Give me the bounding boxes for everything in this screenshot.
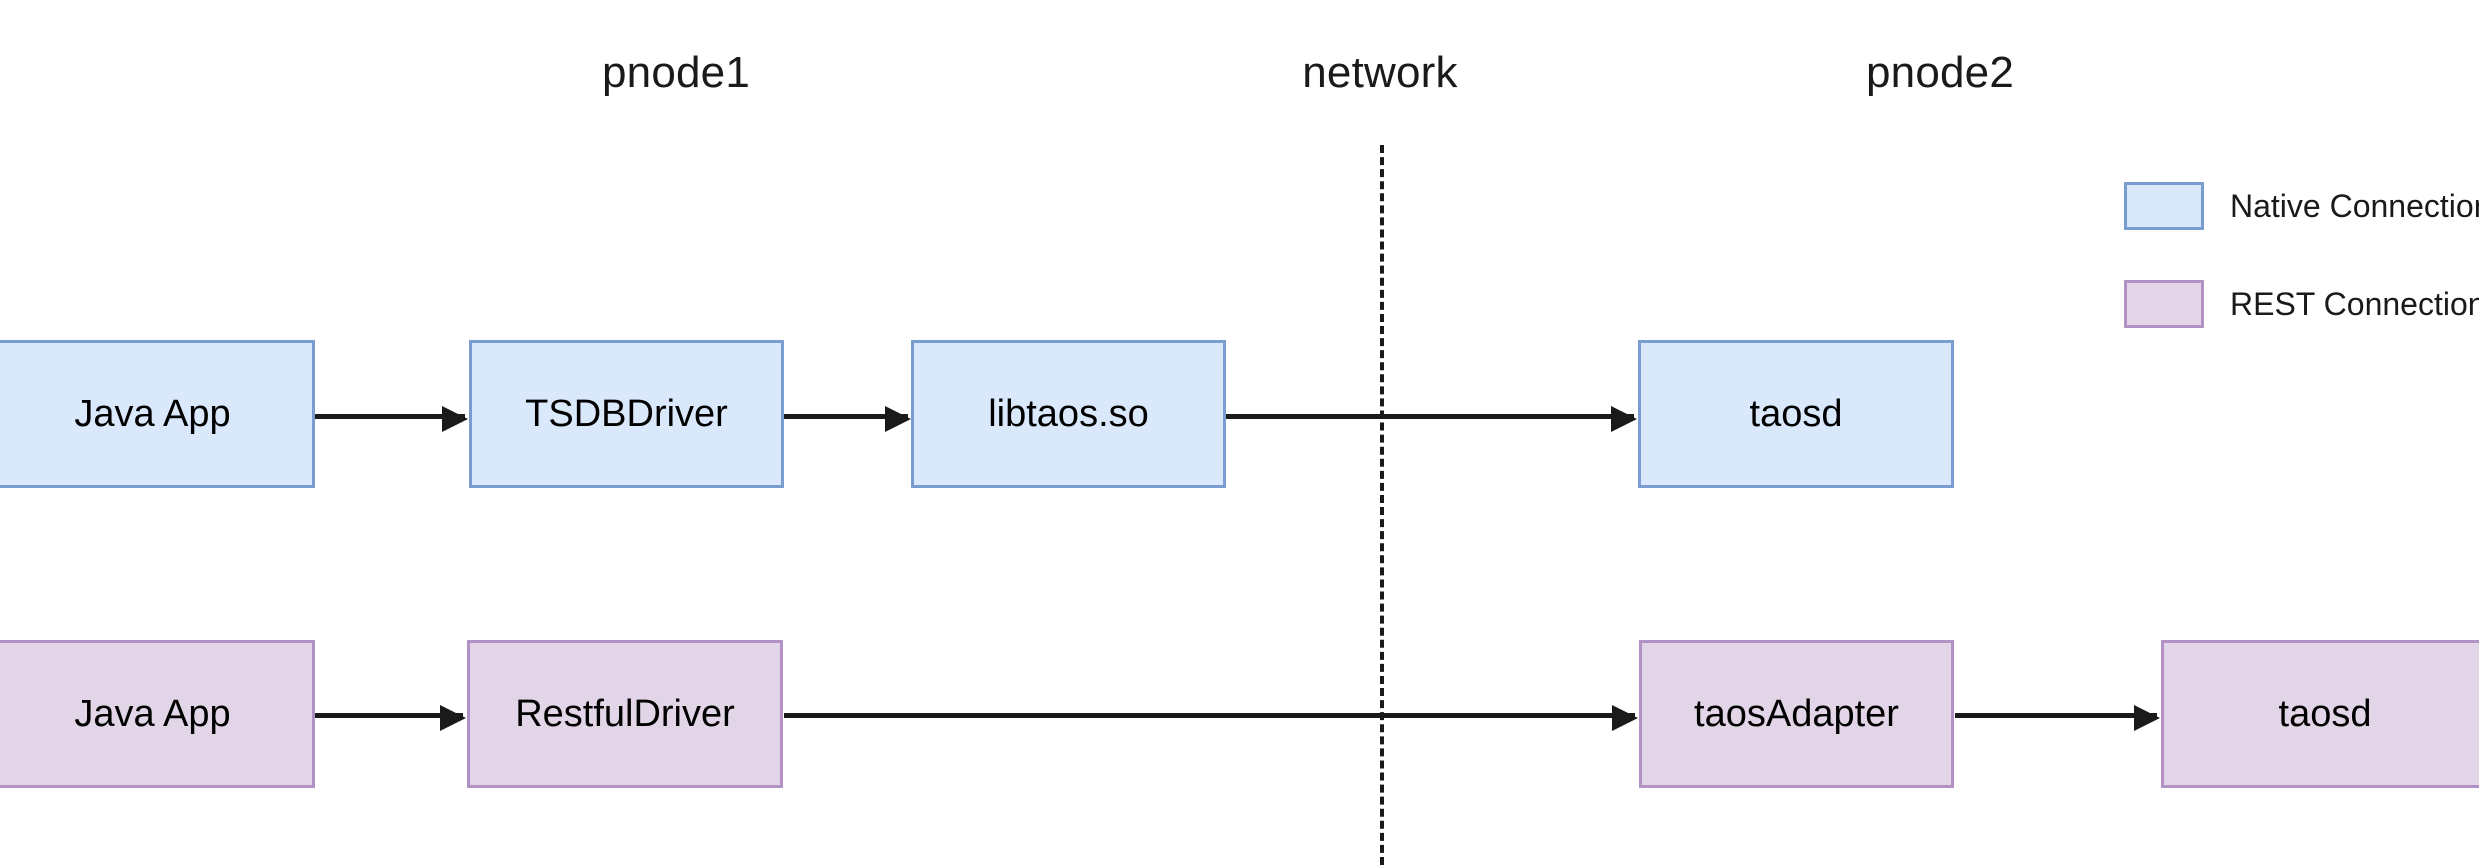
node-label: taosd bbox=[1749, 392, 1843, 435]
legend-item-rest-connection: REST Connection bbox=[2124, 280, 2479, 328]
node-restful-driver: RestfulDriver bbox=[467, 640, 783, 788]
zone-label-network: network bbox=[1302, 48, 1458, 97]
node-taos-adapter: taosAdapter bbox=[1639, 640, 1954, 788]
legend-swatch-rest bbox=[2124, 280, 2204, 328]
zone-label-pnode1: pnode1 bbox=[601, 48, 751, 97]
node-taosd-native: taosd bbox=[1638, 340, 1954, 488]
node-label: libtaos.so bbox=[988, 392, 1149, 435]
network-boundary-line bbox=[1380, 145, 1384, 865]
node-tsdb-driver: TSDBDriver bbox=[469, 340, 784, 488]
legend-item-native-connection: Native Connection bbox=[2124, 182, 2479, 230]
arrow-javaapp-to-restfuldriver bbox=[315, 705, 466, 731]
arrow-restfuldriver-to-taosadapter bbox=[784, 705, 1638, 731]
node-label: Java App bbox=[74, 392, 231, 435]
node-java-app-rest: Java App bbox=[0, 640, 315, 788]
node-taosd-rest: taosd bbox=[2161, 640, 2479, 788]
arrow-libtaos-to-taosd bbox=[1226, 406, 1637, 432]
node-label: taosAdapter bbox=[1694, 692, 1899, 735]
arrow-javaapp-to-tsdbdriver bbox=[315, 406, 468, 432]
node-label: taosd bbox=[2278, 692, 2372, 735]
legend-label-rest: REST Connection bbox=[2230, 285, 2479, 322]
node-java-app-native: Java App bbox=[0, 340, 315, 488]
node-libtaos-so: libtaos.so bbox=[911, 340, 1226, 488]
legend-swatch-native bbox=[2124, 182, 2204, 230]
arrow-taosadapter-to-taosd bbox=[1955, 705, 2160, 731]
zone-label-pnode2: pnode2 bbox=[1865, 48, 2015, 97]
legend-label-native: Native Connection bbox=[2230, 187, 2479, 224]
node-label: Java App bbox=[74, 692, 231, 735]
node-label: TSDBDriver bbox=[525, 392, 728, 435]
node-label: RestfulDriver bbox=[515, 692, 735, 735]
arrow-tsdbdriver-to-libtaos bbox=[784, 406, 911, 432]
